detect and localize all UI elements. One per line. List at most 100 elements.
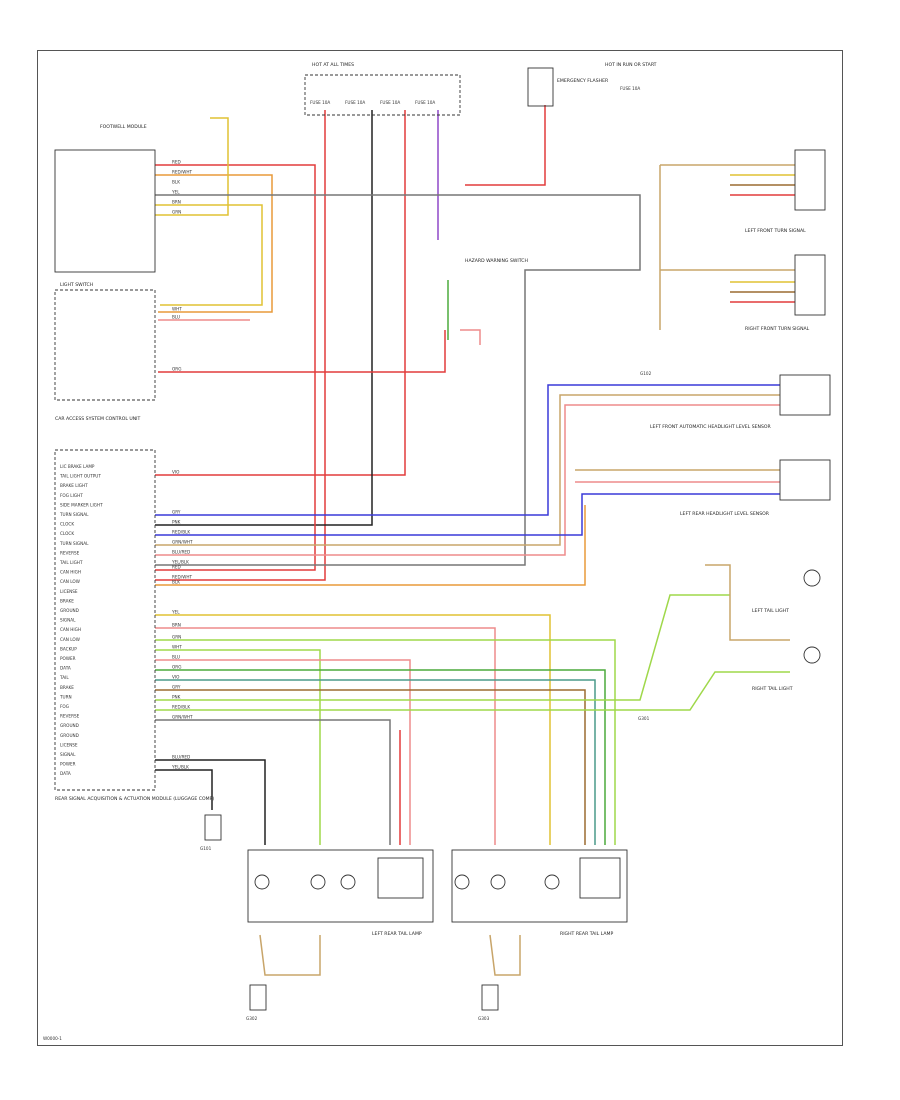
wire-fuse-red-2: [155, 110, 406, 476]
module-pin-label: CAN HIGH: [60, 570, 81, 575]
ground-g102-label: G102: [640, 371, 652, 376]
ground-g303-label: G303: [478, 1016, 490, 1021]
module-pin-label: BRAKE: [60, 598, 74, 603]
wire-color-label: BLU/RED: [172, 755, 190, 760]
car-access-label: CAR ACCESS SYSTEM CONTROL UNIT: [55, 416, 140, 422]
right-rear-lamp-label: RIGHT REAR TAIL LAMP: [560, 931, 613, 937]
rr-bulb-2: [490, 874, 506, 890]
ground-g101-label: G101: [200, 846, 212, 851]
wire-color-label: GRN/WHT: [172, 540, 193, 545]
rear-sam-label: REAR SIGNAL ACQUISITION & ACTUATION MODU…: [55, 796, 214, 802]
left-tail-light-label: LEFT TAIL LIGHT: [752, 608, 789, 614]
lf-turn-label: LEFT FRONT TURN SIGNAL: [745, 228, 806, 234]
fuse-2-label: FUSE 10A: [345, 100, 365, 105]
hazard-switch-label: HAZARD WARNING SWITCH: [465, 258, 528, 264]
wire-color-label: RED/BLK: [172, 705, 190, 710]
ground-g101-box: [204, 814, 222, 841]
wire-black-m14: [155, 769, 213, 810]
module-pin-label: TURN: [59, 694, 72, 699]
lr-bulb-1: [254, 874, 270, 890]
lr-bulb-3: [340, 874, 356, 890]
wire-black-m13: [155, 759, 266, 845]
wire-color-label: BLU: [172, 655, 180, 660]
wire-color-label: RED/BLK: [172, 530, 190, 535]
wire-green-m6: [155, 669, 606, 845]
lf-sensor-box: [779, 374, 831, 416]
right-tail-light-label: RIGHT TAIL LIGHT: [752, 686, 793, 692]
fuse-hot-label: HOT AT ALL TIMES: [312, 62, 354, 68]
rf-turn-label: RIGHT FRONT TURN SIGNAL: [745, 326, 810, 332]
module-pin-label: TAIL LIGHT: [59, 560, 83, 565]
wire-color-label: YEL: [171, 610, 180, 615]
light-switch-label: LIGHT SWITCH: [60, 282, 93, 288]
wire-color-label: YEL/BLK: [171, 765, 189, 770]
wire-lgreen-m9: [155, 594, 730, 701]
ground-g302-label: G302: [246, 1016, 258, 1021]
wire-gray-long: [155, 194, 641, 566]
module-pin-label: SIDE MARKER LIGHT: [60, 502, 103, 507]
wire-gray-m11: [155, 719, 391, 845]
rf-turn-connector-1: [794, 149, 826, 211]
wire-color-label: ORG: [172, 665, 181, 670]
wire-color-label: PNK: [172, 695, 181, 700]
module-pin-label: TAIL LIGHT OUTPUT: [59, 474, 101, 479]
ground-g301-label: G301: [638, 716, 650, 721]
left-rear-lamp-box: [247, 849, 434, 923]
module-pin-label: BRAKE: [60, 685, 74, 690]
footer-code: W0000-1: [43, 1036, 62, 1041]
wire-pink-sensor: [155, 404, 780, 556]
module-pin-label: REVERSE: [60, 714, 80, 719]
fuse-1-label: FUSE 10A: [310, 100, 330, 105]
wire-color-label: YEL: [171, 190, 180, 195]
left-tail-bulb: [803, 569, 821, 587]
wire-color-label: YEL/BLK: [171, 560, 189, 565]
module-pin-label: TAIL: [59, 675, 69, 680]
fuse-4-label: FUSE 10A: [415, 100, 435, 105]
module-pin-label: BRAKE LIGHT: [60, 483, 88, 488]
module-pin-label: CAN LOW: [60, 637, 80, 642]
diagram-frame: [37, 50, 843, 1046]
module-pin-label: CAN HIGH: [60, 627, 81, 632]
wire-color-label: BLK: [172, 580, 180, 585]
wire-color-label: VIO: [172, 470, 180, 475]
ground-g302-box: [249, 984, 267, 1011]
module-pin-label: GROUND: [60, 723, 79, 728]
module-pin-label: SIGNAL: [60, 618, 76, 623]
wire-color-label: BLU: [172, 315, 180, 320]
light-switch-box: [54, 289, 156, 401]
module-pin-label: DATA: [60, 666, 71, 671]
wire-color-label: WHT: [172, 645, 182, 650]
wire-yellow-ls: [155, 204, 263, 306]
wire-orange-lr: [155, 505, 586, 586]
fuse-block: [304, 74, 461, 116]
rr-bulb-3: [544, 874, 560, 890]
lr-sensor-label: LEFT REAR HEADLIGHT LEVEL SENSOR: [680, 511, 770, 517]
wire-yellow-tl: [705, 564, 790, 641]
lr-sensor-box: [779, 459, 831, 501]
wire-red-top: [155, 164, 316, 571]
rf-turn-connector-2: [794, 254, 826, 316]
wire-blue-lr: [155, 493, 780, 536]
wire-yellow-m1: [155, 614, 551, 845]
wire-color-label: BRN: [172, 200, 181, 205]
wire-teal-m7: [155, 679, 596, 845]
module-pin-label: CLOCK: [60, 522, 74, 527]
module-pin-label: LIC BRAKE LAMP: [60, 464, 95, 469]
wire-pink-m2: [155, 627, 496, 845]
wire-color-label: BLK: [172, 180, 180, 185]
wire-orange-top: [155, 174, 273, 313]
module-pin-label: GROUND: [60, 733, 79, 738]
wire-color-label: GRN: [172, 635, 181, 640]
wire-color-label: RED/WHT: [172, 575, 192, 580]
module-pin-label: POWER: [60, 762, 76, 767]
fuse-5-label: FUSE 10A: [620, 86, 640, 91]
wire-pink-m5: [155, 659, 411, 845]
right-tail-bulb: [803, 646, 821, 664]
fuse-3-label: FUSE 10A: [380, 100, 400, 105]
wire-fuse-black-1: [155, 110, 373, 526]
module-pin-label: TURN SIGNAL: [59, 512, 89, 517]
wire-color-label: GRN/WHT: [172, 715, 193, 720]
wire-color-label: RED: [172, 565, 181, 570]
wire-color-label: RED/WHT: [172, 170, 192, 175]
wire-yellow-top: [155, 117, 229, 216]
